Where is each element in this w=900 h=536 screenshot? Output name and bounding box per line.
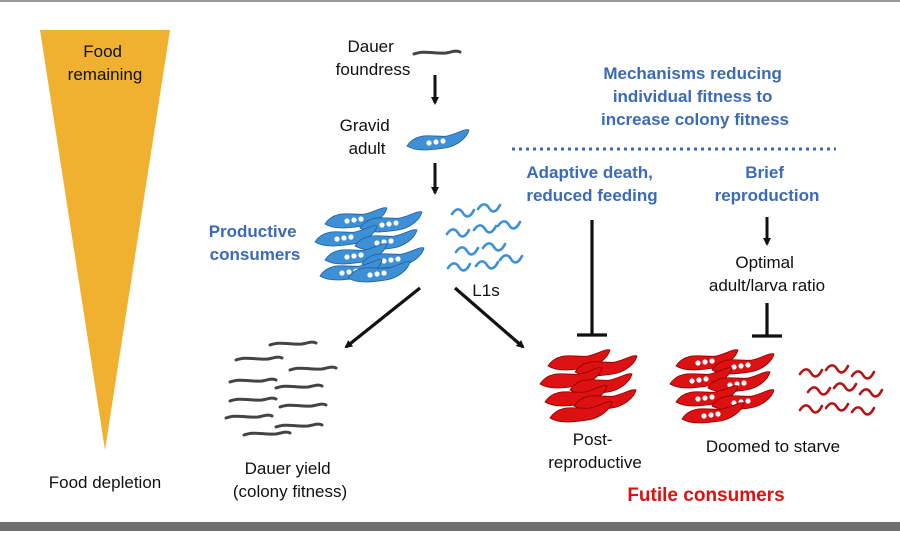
- adaptive-death-label: Adaptive death, reduced feeding: [526, 163, 657, 205]
- dauer-foundress-worm: [412, 49, 462, 56]
- gravid-adult-worm: [406, 129, 470, 151]
- doomed-adult-worms: [669, 349, 775, 424]
- bottom-border: [0, 522, 900, 531]
- top-border: [0, 0, 900, 2]
- productive-worm-cluster: [314, 207, 425, 283]
- dauer-yield-worms: [224, 340, 338, 437]
- productive-consumers-label: Productive consumers: [209, 222, 302, 264]
- food-depletion-label: Food depletion: [49, 473, 161, 492]
- post-reproductive-label: Post- reproductive: [548, 430, 642, 472]
- arrow-to-futile: [453, 286, 525, 349]
- l1s-label: L1s: [472, 281, 499, 300]
- food-gradient-triangle: [40, 30, 170, 450]
- optimal-ratio-label: Optimal adult/larva ratio: [709, 253, 825, 295]
- post-reproductive-worms: [539, 349, 638, 423]
- doomed-label: Doomed to starve: [706, 437, 840, 456]
- food-remaining-label: Food remaining: [68, 42, 143, 84]
- l1-larvae-cluster: [445, 203, 524, 272]
- arrow-to-dauer-yield: [344, 286, 421, 349]
- gravid-adult-label: Gravid adult: [340, 116, 395, 158]
- brief-reproduction-label: Brief reproduction: [715, 163, 820, 205]
- doomed-larvae-cluster: [798, 364, 884, 416]
- mechanisms-title: Mechanisms reducing individual fitness t…: [601, 64, 789, 129]
- futile-consumers-label: Futile consumers: [627, 485, 784, 506]
- dauer-foundress-label: Dauer foundress: [336, 37, 411, 79]
- dauer-yield-label: Dauer yield (colony fitness): [233, 459, 347, 501]
